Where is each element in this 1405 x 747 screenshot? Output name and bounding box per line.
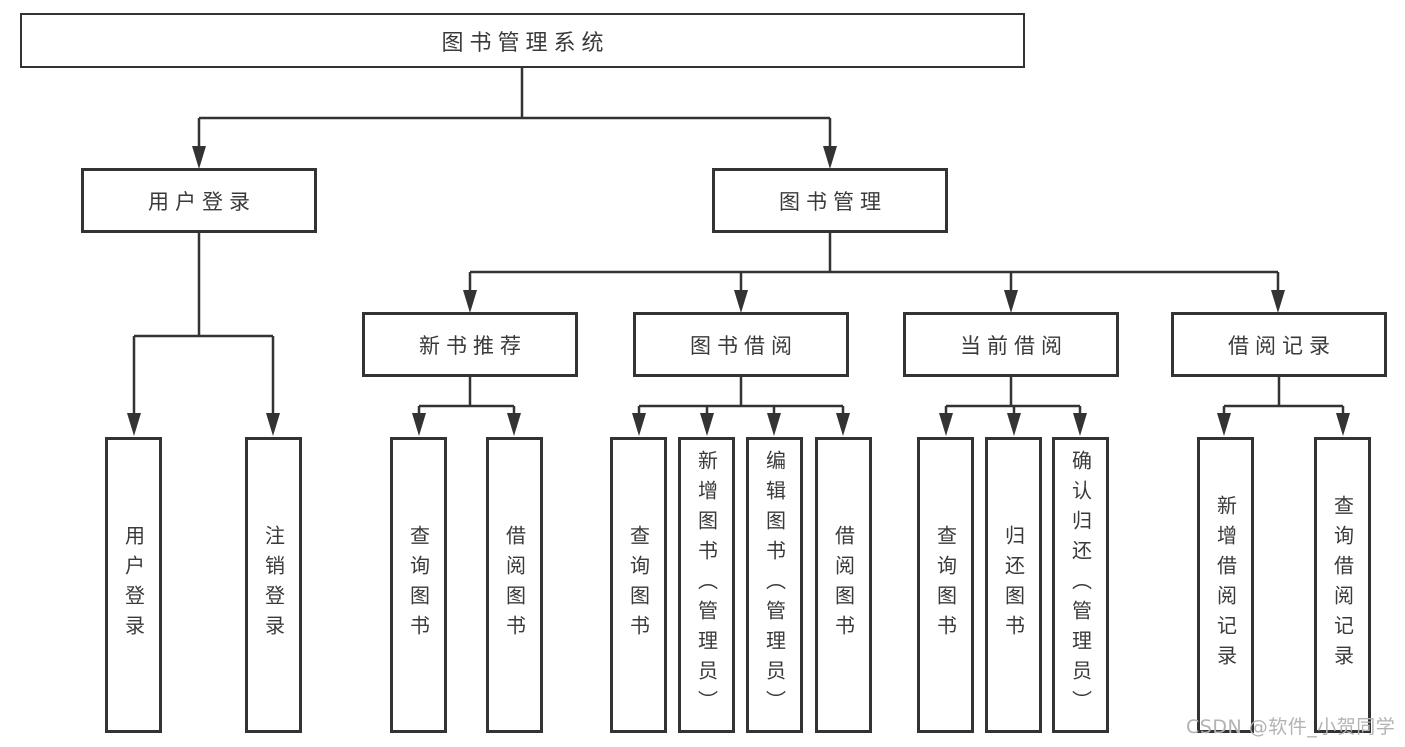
leaf-logout-label: 注销登录 (261, 525, 286, 645)
leaf-query-books-recommend-label: 查询图书 (406, 525, 431, 645)
leaf-add-borrow-record-label: 新增借阅记录 (1213, 495, 1238, 675)
node-new-book-recommend: 新书推荐 (362, 312, 578, 377)
leaf-query-books-borrow-label: 查询图书 (626, 525, 651, 645)
leaf-query-books-current: 查询图书 (917, 437, 974, 733)
leaf-add-borrow-record: 新增借阅记录 (1197, 437, 1254, 733)
leaf-user-login-label: 用户登录 (121, 525, 146, 645)
node-book-borrow: 图书借阅 (633, 312, 849, 377)
leaf-logout: 注销登录 (245, 437, 302, 733)
leaf-edit-book-admin: 编辑图书（管理员） (746, 437, 803, 733)
leaf-confirm-return-admin-label: 确认归还（管理员） (1068, 450, 1093, 720)
leaf-borrow-books: 借阅图书 (815, 437, 872, 733)
node-root: 图书管理系统 (20, 13, 1025, 68)
leaf-borrow-books-recommend-label: 借阅图书 (502, 525, 527, 645)
leaf-query-books-current-label: 查询图书 (933, 525, 958, 645)
leaf-return-book-label: 归还图书 (1001, 525, 1026, 645)
csdn-watermark: CSDN @软件_小贺同学 (1186, 716, 1396, 738)
leaf-return-book: 归还图书 (985, 437, 1042, 733)
leaf-edit-book-admin-label: 编辑图书（管理员） (762, 450, 787, 720)
leaf-query-books-recommend: 查询图书 (390, 437, 447, 733)
leaf-borrow-books-recommend: 借阅图书 (486, 437, 543, 733)
leaf-query-borrow-record: 查询借阅记录 (1314, 437, 1371, 733)
connector-arrowheads (127, 146, 1350, 436)
leaf-query-borrow-record-label: 查询借阅记录 (1330, 495, 1355, 675)
connector-strokes (132, 68, 1345, 421)
leaf-add-book-admin: 新增图书（管理员） (678, 437, 735, 733)
node-user-login: 用户登录 (81, 168, 317, 233)
leaf-confirm-return-admin: 确认归还（管理员） (1052, 437, 1109, 733)
node-current-borrow: 当前借阅 (903, 312, 1119, 377)
node-borrow-records: 借阅记录 (1171, 312, 1387, 377)
leaf-borrow-books-label: 借阅图书 (831, 525, 856, 645)
leaf-user-login: 用户登录 (105, 437, 162, 733)
leaf-query-books-borrow: 查询图书 (610, 437, 667, 733)
leaf-add-book-admin-label: 新增图书（管理员） (694, 450, 719, 720)
node-book-manage: 图书管理 (712, 168, 948, 233)
